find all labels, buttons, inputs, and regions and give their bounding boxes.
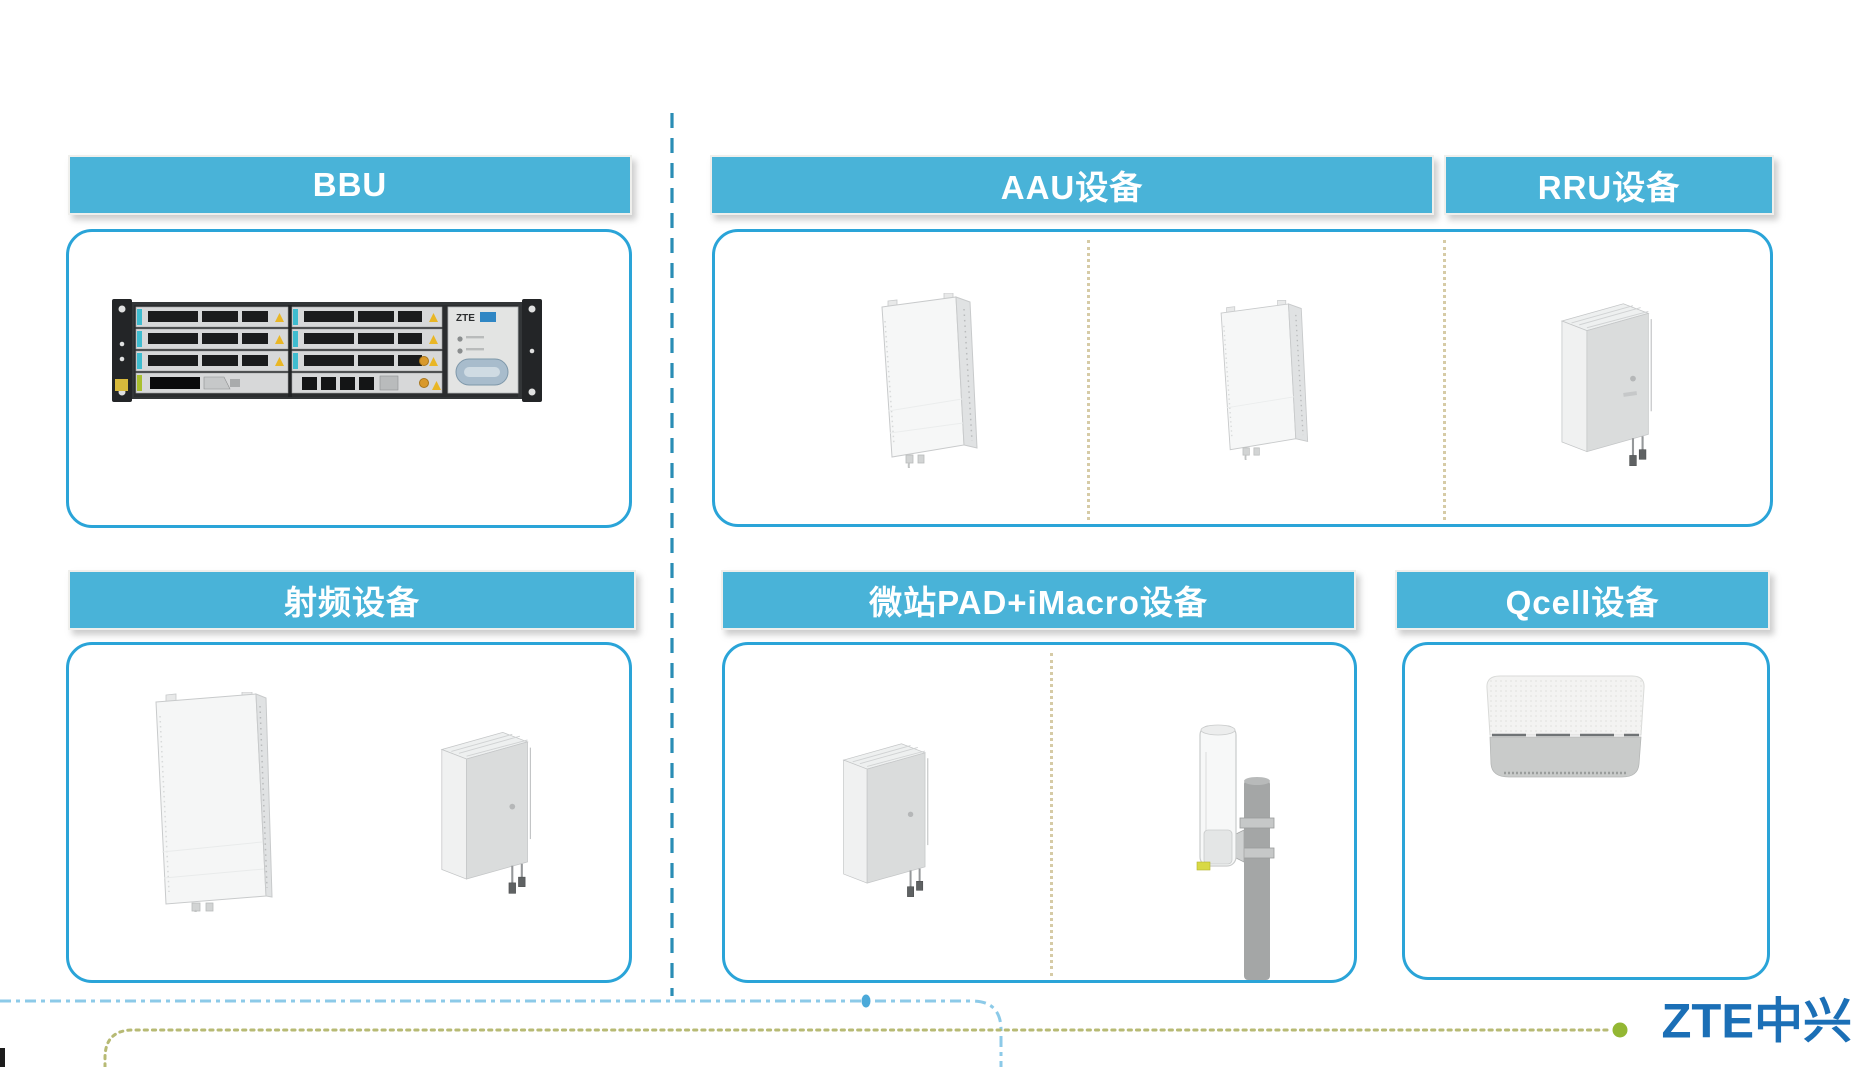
- aau-unit-2-image: [1220, 300, 1309, 460]
- pad-unit-image: [842, 743, 929, 897]
- section-header-rru: RRU设备: [1444, 155, 1774, 215]
- qcell-unit-image: [1486, 675, 1645, 778]
- corner-mark: [0, 1048, 5, 1067]
- bbu-rack-image: ZTE: [112, 299, 542, 402]
- aau-unit-1-image: [881, 293, 978, 468]
- rf-panel-unit-image: [155, 692, 273, 912]
- section-title-micro: 微站PAD+iMacro设备: [869, 584, 1208, 621]
- main-dashed-divider: [670, 113, 674, 996]
- imacro-pole-unit-image: [1196, 724, 1275, 980]
- section-title-rf: 射频设备: [284, 584, 420, 621]
- section-header-rf: 射频设备: [68, 570, 636, 630]
- panel-rf: [66, 642, 632, 983]
- section-header-aau: AAU设备: [710, 155, 1434, 215]
- zte-logo-text: ZTE中兴: [1661, 995, 1852, 1049]
- section-header-micro: 微站PAD+iMacro设备: [721, 570, 1356, 630]
- blue-node-dot: [861, 994, 871, 1008]
- rru-unit-image: [1560, 303, 1652, 466]
- divider-pad-imacro: [1050, 653, 1053, 976]
- section-header-bbu: BBU: [68, 155, 632, 215]
- divider-aau-rru: [1443, 240, 1446, 520]
- section-title-aau: AAU设备: [1000, 169, 1144, 206]
- green-end-dot: [1612, 1022, 1628, 1038]
- section-title-rru: RRU设备: [1537, 169, 1681, 206]
- rf-compact-unit-image: [440, 731, 531, 894]
- section-title-qcell: Qcell设备: [1505, 584, 1660, 621]
- bbu-brand-label: ZTE: [456, 313, 475, 324]
- bottom-connector-lines: [0, 994, 1628, 1067]
- section-title-bbu: BBU: [312, 166, 388, 203]
- zte-logo: ZTE中兴: [1648, 992, 1852, 1053]
- divider-aau-sections: [1087, 240, 1090, 520]
- section-header-qcell: Qcell设备: [1395, 570, 1770, 630]
